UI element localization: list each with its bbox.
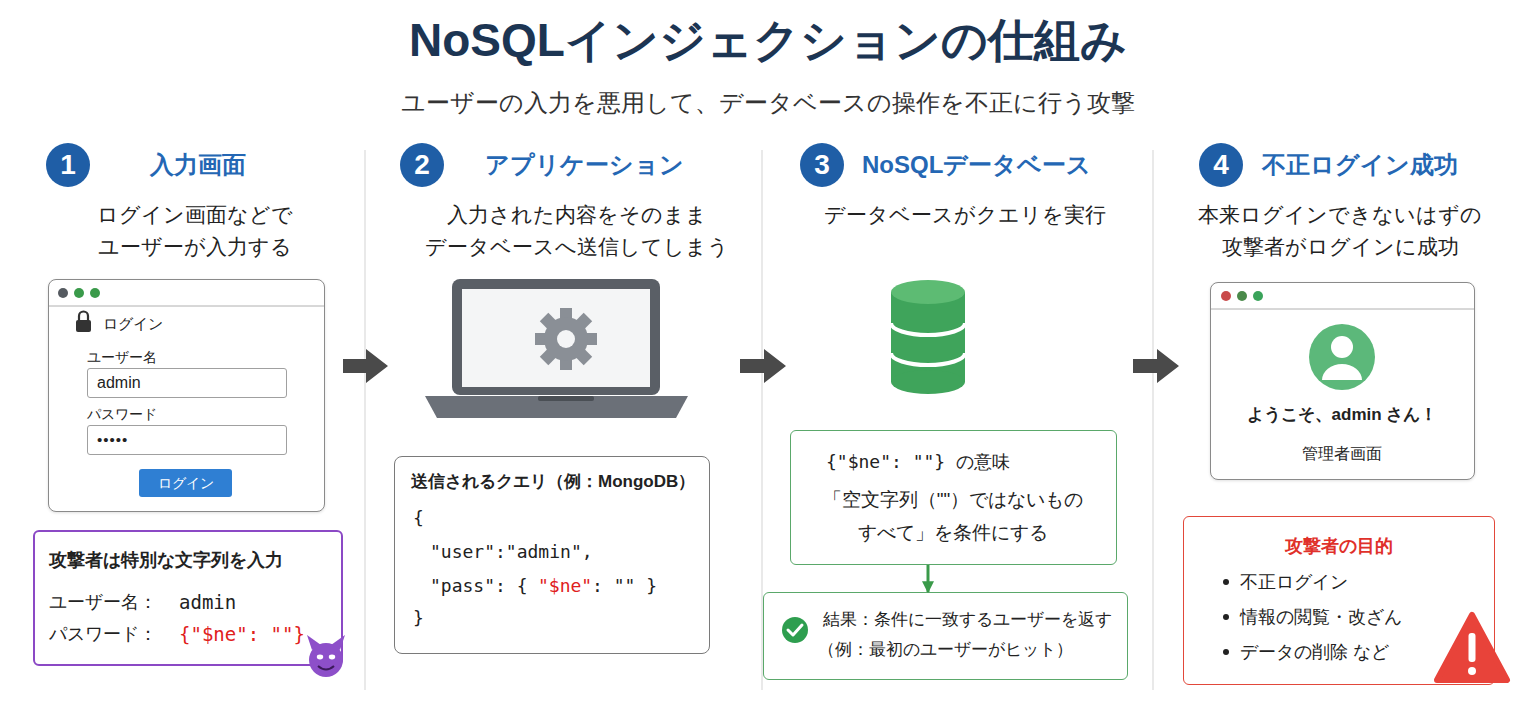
laptop-illustration xyxy=(425,279,688,418)
diagram-title: NoSQLインジェクションの仕組み xyxy=(0,12,1536,68)
field-label: ユーザー名： xyxy=(49,589,157,615)
step-number: 3 xyxy=(800,143,844,187)
result-note: （例：最初のユーザーがヒット） xyxy=(818,637,1073,663)
code-line: } xyxy=(413,605,424,631)
explanation-text: 「空文字列（""）ではないもの すべて」を条件にする xyxy=(798,483,1108,549)
column-dividers xyxy=(365,150,1153,690)
field-label: ユーザー名 xyxy=(87,347,157,367)
bullet-item: 情報の閲覧・改ざん xyxy=(1240,604,1402,630)
step-number-circle: 3NoSQLデータベース xyxy=(800,143,844,187)
field-label: パスワード xyxy=(87,404,157,424)
injection-payload: {"$ne": ""} xyxy=(179,621,305,647)
text-input: admin xyxy=(87,368,287,398)
flow-arrow xyxy=(740,349,786,383)
step-number-circle: 1入力画面 xyxy=(46,143,90,187)
gear-body xyxy=(544,317,588,361)
gear-tooth xyxy=(574,347,592,365)
cylinder-band xyxy=(891,323,965,335)
devil-mouth xyxy=(318,666,334,670)
step-number: 4 xyxy=(1199,143,1243,187)
login-window: ログインユーザー名パスワードadmin•••••ログイン xyxy=(48,279,325,512)
code-line: { xyxy=(413,505,424,531)
laptop-screen-frame xyxy=(452,279,660,395)
welcome-text: ようこそ、admin さん！ xyxy=(1211,402,1473,428)
bullet-item: 不正ログイン xyxy=(1240,569,1348,595)
query-box: 送信されるクエリ（例：MongoDB） {"user":"admin", "pass… xyxy=(394,456,710,654)
input-value: admin xyxy=(97,369,141,397)
box-heading: 攻撃者は特別な文字列を入力 xyxy=(49,547,283,573)
input-value: admin xyxy=(179,589,236,615)
cylinder-top xyxy=(891,280,965,304)
explanation-box: {"$ne": ""} の意味「空文字列（""）ではないもの すべて」を条件にする xyxy=(790,430,1117,565)
cylinder-body xyxy=(891,292,965,382)
input-value: ••••• xyxy=(97,426,128,454)
step-heading: NoSQLデータベース xyxy=(862,149,1091,181)
laptop-base xyxy=(425,396,688,418)
bullet-item: データの削除 など xyxy=(1240,639,1389,665)
box-heading: 攻撃者の目的 xyxy=(1184,533,1493,559)
code-line: "user":"admin", xyxy=(430,539,593,565)
cylinder-band xyxy=(891,353,965,365)
code-line: "pass": { xyxy=(430,573,528,599)
diagram-subtitle: ユーザーの入力を悪用して、データベースの操作を不正に行う攻撃 xyxy=(0,87,1536,119)
attacker-input-box: 攻撃者は特別な文字列を入力ユーザー名： admin パスワード： {"$ne": ""… xyxy=(33,530,343,666)
step-description: データベースがクエリを実行 xyxy=(800,199,1130,231)
gear-tooth xyxy=(535,333,549,345)
step-number-circle: 4不正ログイン成功 xyxy=(1199,143,1243,187)
result-text: 結果：条件に一致するユーザーを返す xyxy=(823,607,1112,633)
login-button: ログイン xyxy=(139,469,232,497)
flow-arrow xyxy=(1133,349,1179,383)
code-line: : "" } xyxy=(592,573,657,599)
flow-arrow xyxy=(343,349,388,383)
step-heading: 入力画面 xyxy=(150,149,246,181)
window-title: ログイン xyxy=(103,314,163,334)
flow-connector xyxy=(927,565,930,592)
step-description: 本来ログインできないはずの 攻撃者がログインに成功 xyxy=(1180,199,1500,263)
password-input: ••••• xyxy=(87,425,287,455)
result-box: 結果：条件に一致するユーザーを返す （例：最初のユーザーがヒット） xyxy=(763,592,1128,680)
step-heading: アプリケーション xyxy=(485,149,684,181)
gear-tooth xyxy=(560,308,572,322)
cylinder-bottom xyxy=(891,370,965,394)
screen-name: 管理者画面 xyxy=(1211,442,1473,466)
flow-arrows xyxy=(343,349,1179,383)
box-heading: 送信されるクエリ（例：MongoDB） xyxy=(411,470,695,494)
gear-tooth xyxy=(583,333,597,345)
step-number-circle: 2アプリケーション xyxy=(400,143,444,187)
laptop-notch xyxy=(538,396,594,401)
step-heading: 不正ログイン成功 xyxy=(1262,149,1458,181)
step-number: 1 xyxy=(46,143,90,187)
step-number: 2 xyxy=(400,143,444,187)
gear-tooth xyxy=(540,313,558,331)
laptop-screen xyxy=(462,289,650,387)
gear-icon xyxy=(535,308,597,370)
database-cylinder xyxy=(891,280,965,394)
button-label: ログイン xyxy=(139,469,232,497)
step-description: ログイン画面などで ユーザーが入力する xyxy=(40,199,350,263)
field-label: パスワード： xyxy=(49,621,157,647)
gear-tooth xyxy=(540,347,558,365)
welcome-window: ようこそ、admin さん！ 管理者画面 xyxy=(1210,282,1475,480)
step-description: 入力された内容をそのまま データベースへ送信してしまう xyxy=(412,199,742,263)
gear-tooth xyxy=(574,313,592,331)
attacker-goal-box: 攻撃者の目的不正ログイン情報の閲覧・改ざんデータの削除 など xyxy=(1183,516,1495,685)
code-operator: "$ne" xyxy=(538,573,592,599)
box-heading: の意味 xyxy=(956,449,1010,475)
gear-hole xyxy=(557,330,575,348)
gear-tooth xyxy=(560,356,572,370)
divider-line xyxy=(1152,150,1154,690)
divider-line xyxy=(364,150,366,690)
code-operator: {"$ne": ""} xyxy=(826,449,945,475)
